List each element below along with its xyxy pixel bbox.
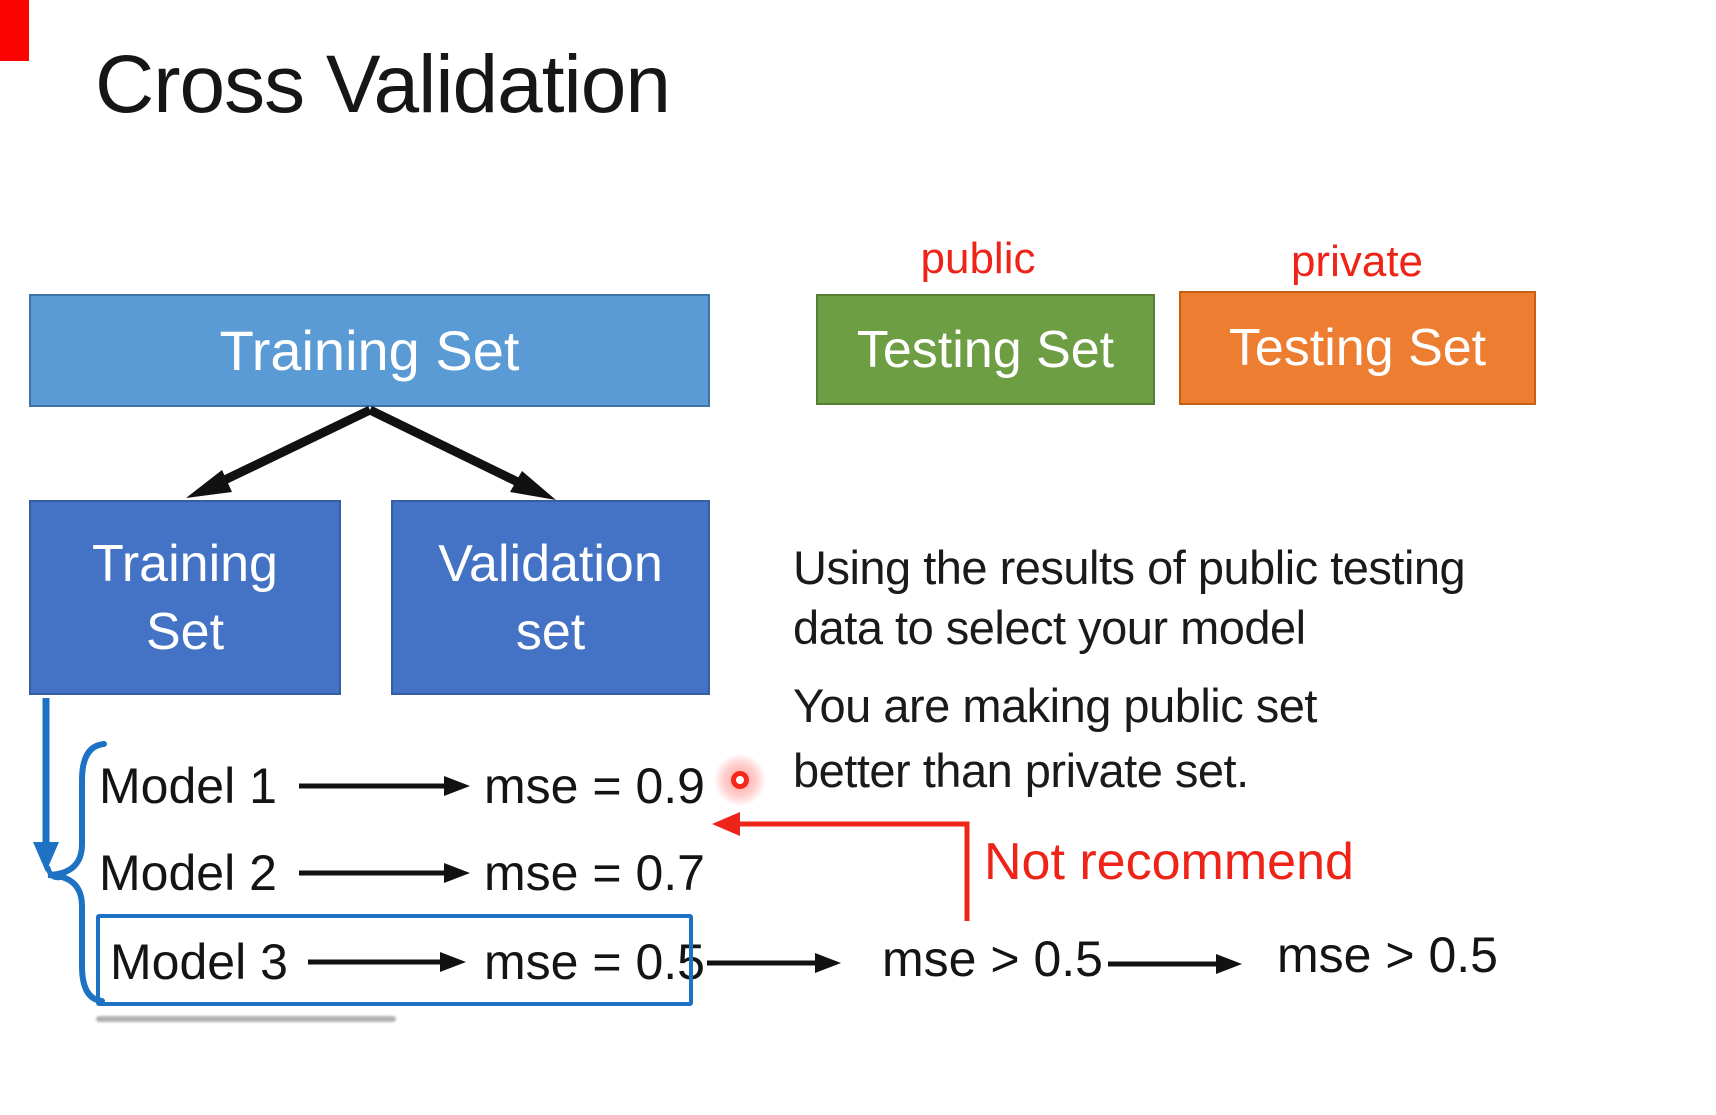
- public-label: public: [920, 234, 1036, 283]
- note-public-better-line2: better than private set.: [793, 744, 1249, 797]
- validation-set-box: Validation set: [391, 500, 710, 695]
- bottom-partial-element: [96, 1016, 396, 1022]
- note-public-testing-line2: data to select your model: [793, 601, 1306, 654]
- private-testing-set-label: Testing Set: [1228, 319, 1487, 377]
- training-subset-box: Training Set: [29, 500, 341, 695]
- private-testing-set-box: Testing Set: [1179, 291, 1536, 405]
- model-1-label: Model 1: [99, 758, 277, 814]
- model-3-highlight-rect: [96, 914, 693, 1006]
- public-testing-set-label: Testing Set: [856, 320, 1115, 379]
- model-3-mse-value: mse = 0.5: [484, 934, 705, 990]
- laser-pointer-ring: [731, 771, 749, 789]
- not-recommend-arrow: [712, 812, 970, 921]
- note-public-better-line1: You are making public set: [793, 679, 1317, 732]
- not-recommend-label: Not recommend: [984, 833, 1354, 891]
- slide-title: Cross Validation: [95, 39, 671, 130]
- recording-indicator-mark: [0, 0, 29, 61]
- model-3-label: Model 3: [110, 934, 288, 990]
- validation-set-label-line2: set: [515, 602, 586, 661]
- training-set-box: Training Set: [29, 294, 710, 407]
- public-testing-set-box: Testing Set: [816, 294, 1155, 405]
- training-subset-label-line2: Set: [145, 602, 225, 661]
- split-arrow-left: [186, 405, 372, 498]
- model-3-arrow: [308, 952, 466, 972]
- model-2-label: Model 2: [99, 845, 277, 901]
- private-mse-result: mse > 0.5: [1277, 927, 1498, 983]
- validation-set-label-line1: Validation: [438, 534, 663, 593]
- public-mse-result: mse > 0.5: [882, 931, 1103, 987]
- training-set-box-label: Training Set: [219, 319, 520, 382]
- split-arrow-right: [368, 405, 556, 500]
- private-label: private: [1290, 237, 1424, 286]
- selected-to-public-arrow: [707, 953, 841, 973]
- model-2-mse-value: mse = 0.7: [484, 845, 705, 901]
- model-1-mse-value: mse = 0.9: [484, 758, 705, 814]
- model-2-arrow: [299, 863, 470, 883]
- note-public-testing-line1: Using the results of public testing: [793, 541, 1466, 594]
- models-brace: [47, 741, 107, 1004]
- training-to-models-arrow: [33, 698, 67, 881]
- training-subset-label-line1: Training: [92, 534, 278, 593]
- model-1-arrow: [299, 776, 470, 796]
- public-to-private-arrow: [1108, 954, 1242, 974]
